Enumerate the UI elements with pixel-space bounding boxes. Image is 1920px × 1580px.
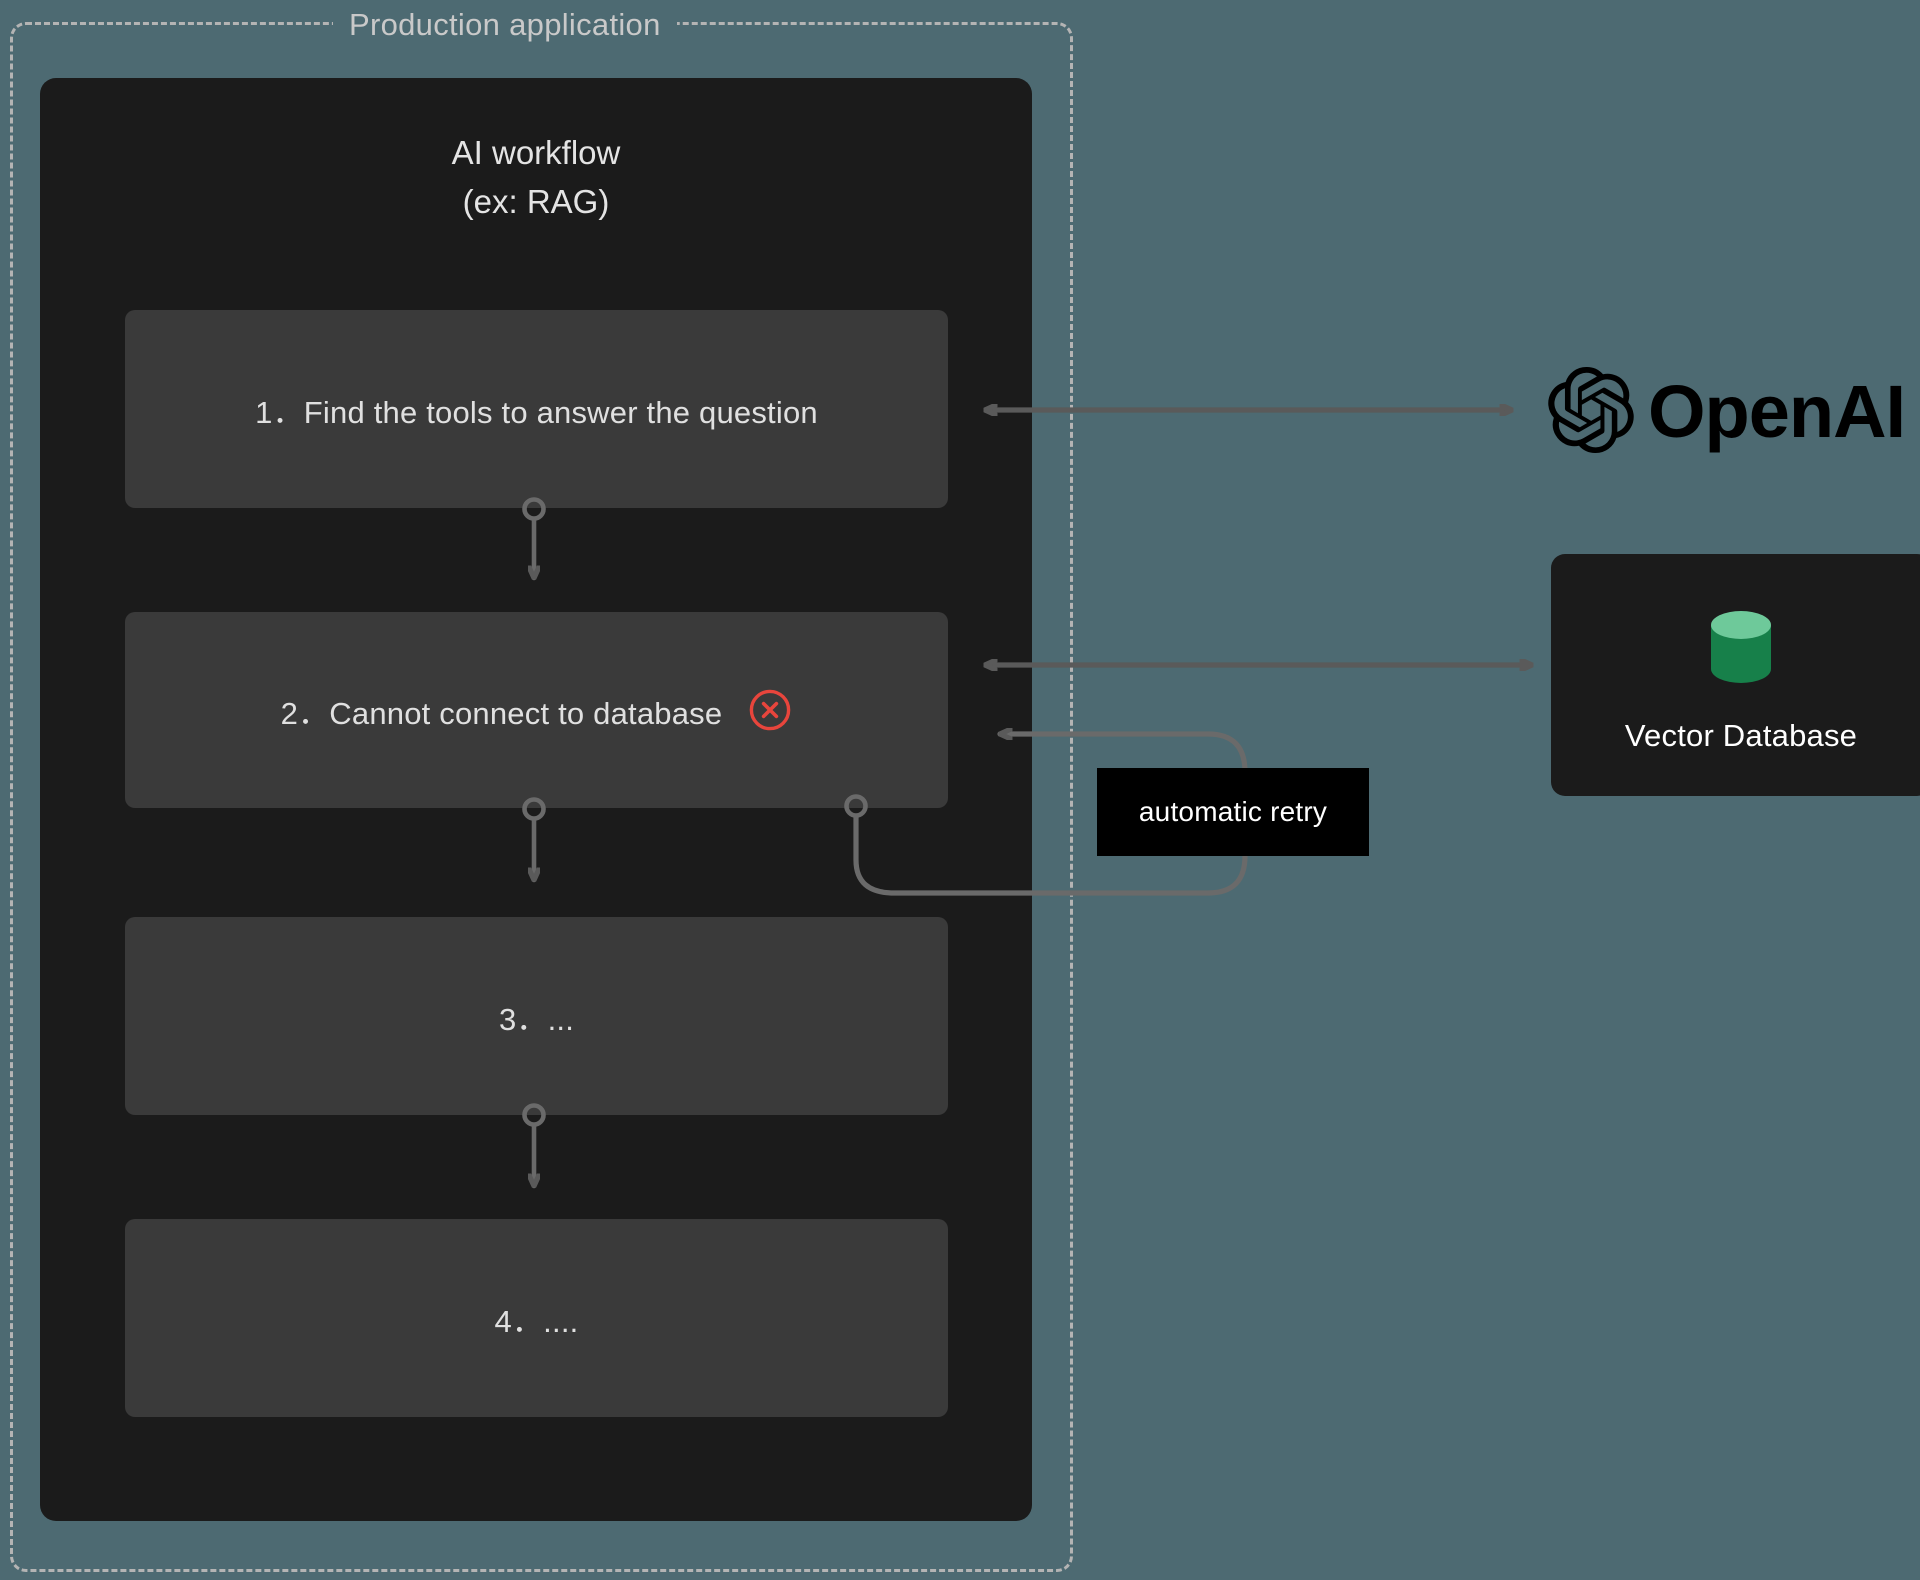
automatic-retry-label: automatic retry xyxy=(1138,796,1328,827)
workflow-step-2-label: 2．Cannot connect to database xyxy=(280,695,723,731)
workflow-step-1-label: 1．Find the tools to answer the question xyxy=(255,394,818,430)
openai-service[interactable]: OpenAI xyxy=(1548,366,1910,458)
workflow-step-3-label: 3．... xyxy=(498,1001,575,1037)
openai-wordmark: OpenAI xyxy=(1648,370,1906,453)
error-circle-x-icon xyxy=(748,688,792,732)
automatic-retry-chip: automatic retry xyxy=(1097,768,1369,856)
workflow-step-4[interactable]: 4．.... xyxy=(125,1219,948,1417)
vector-database-label: Vector Database xyxy=(1624,717,1858,753)
production-application-label: Production application xyxy=(333,7,677,43)
workflow-step-3[interactable]: 3．... xyxy=(125,917,948,1115)
workflow-step-1[interactable]: 1．Find the tools to answer the question xyxy=(125,310,948,508)
vector-database-card[interactable]: Vector Database xyxy=(1551,554,1920,796)
workflow-step-4-label: 4．.... xyxy=(494,1303,579,1339)
openai-blossom-icon xyxy=(1548,366,1634,458)
ai-workflow-title: AI workflow (ex: RAG) xyxy=(451,134,621,220)
database-cylinder-icon xyxy=(1704,607,1778,694)
workflow-step-2[interactable]: 2．Cannot connect to database xyxy=(125,612,948,808)
